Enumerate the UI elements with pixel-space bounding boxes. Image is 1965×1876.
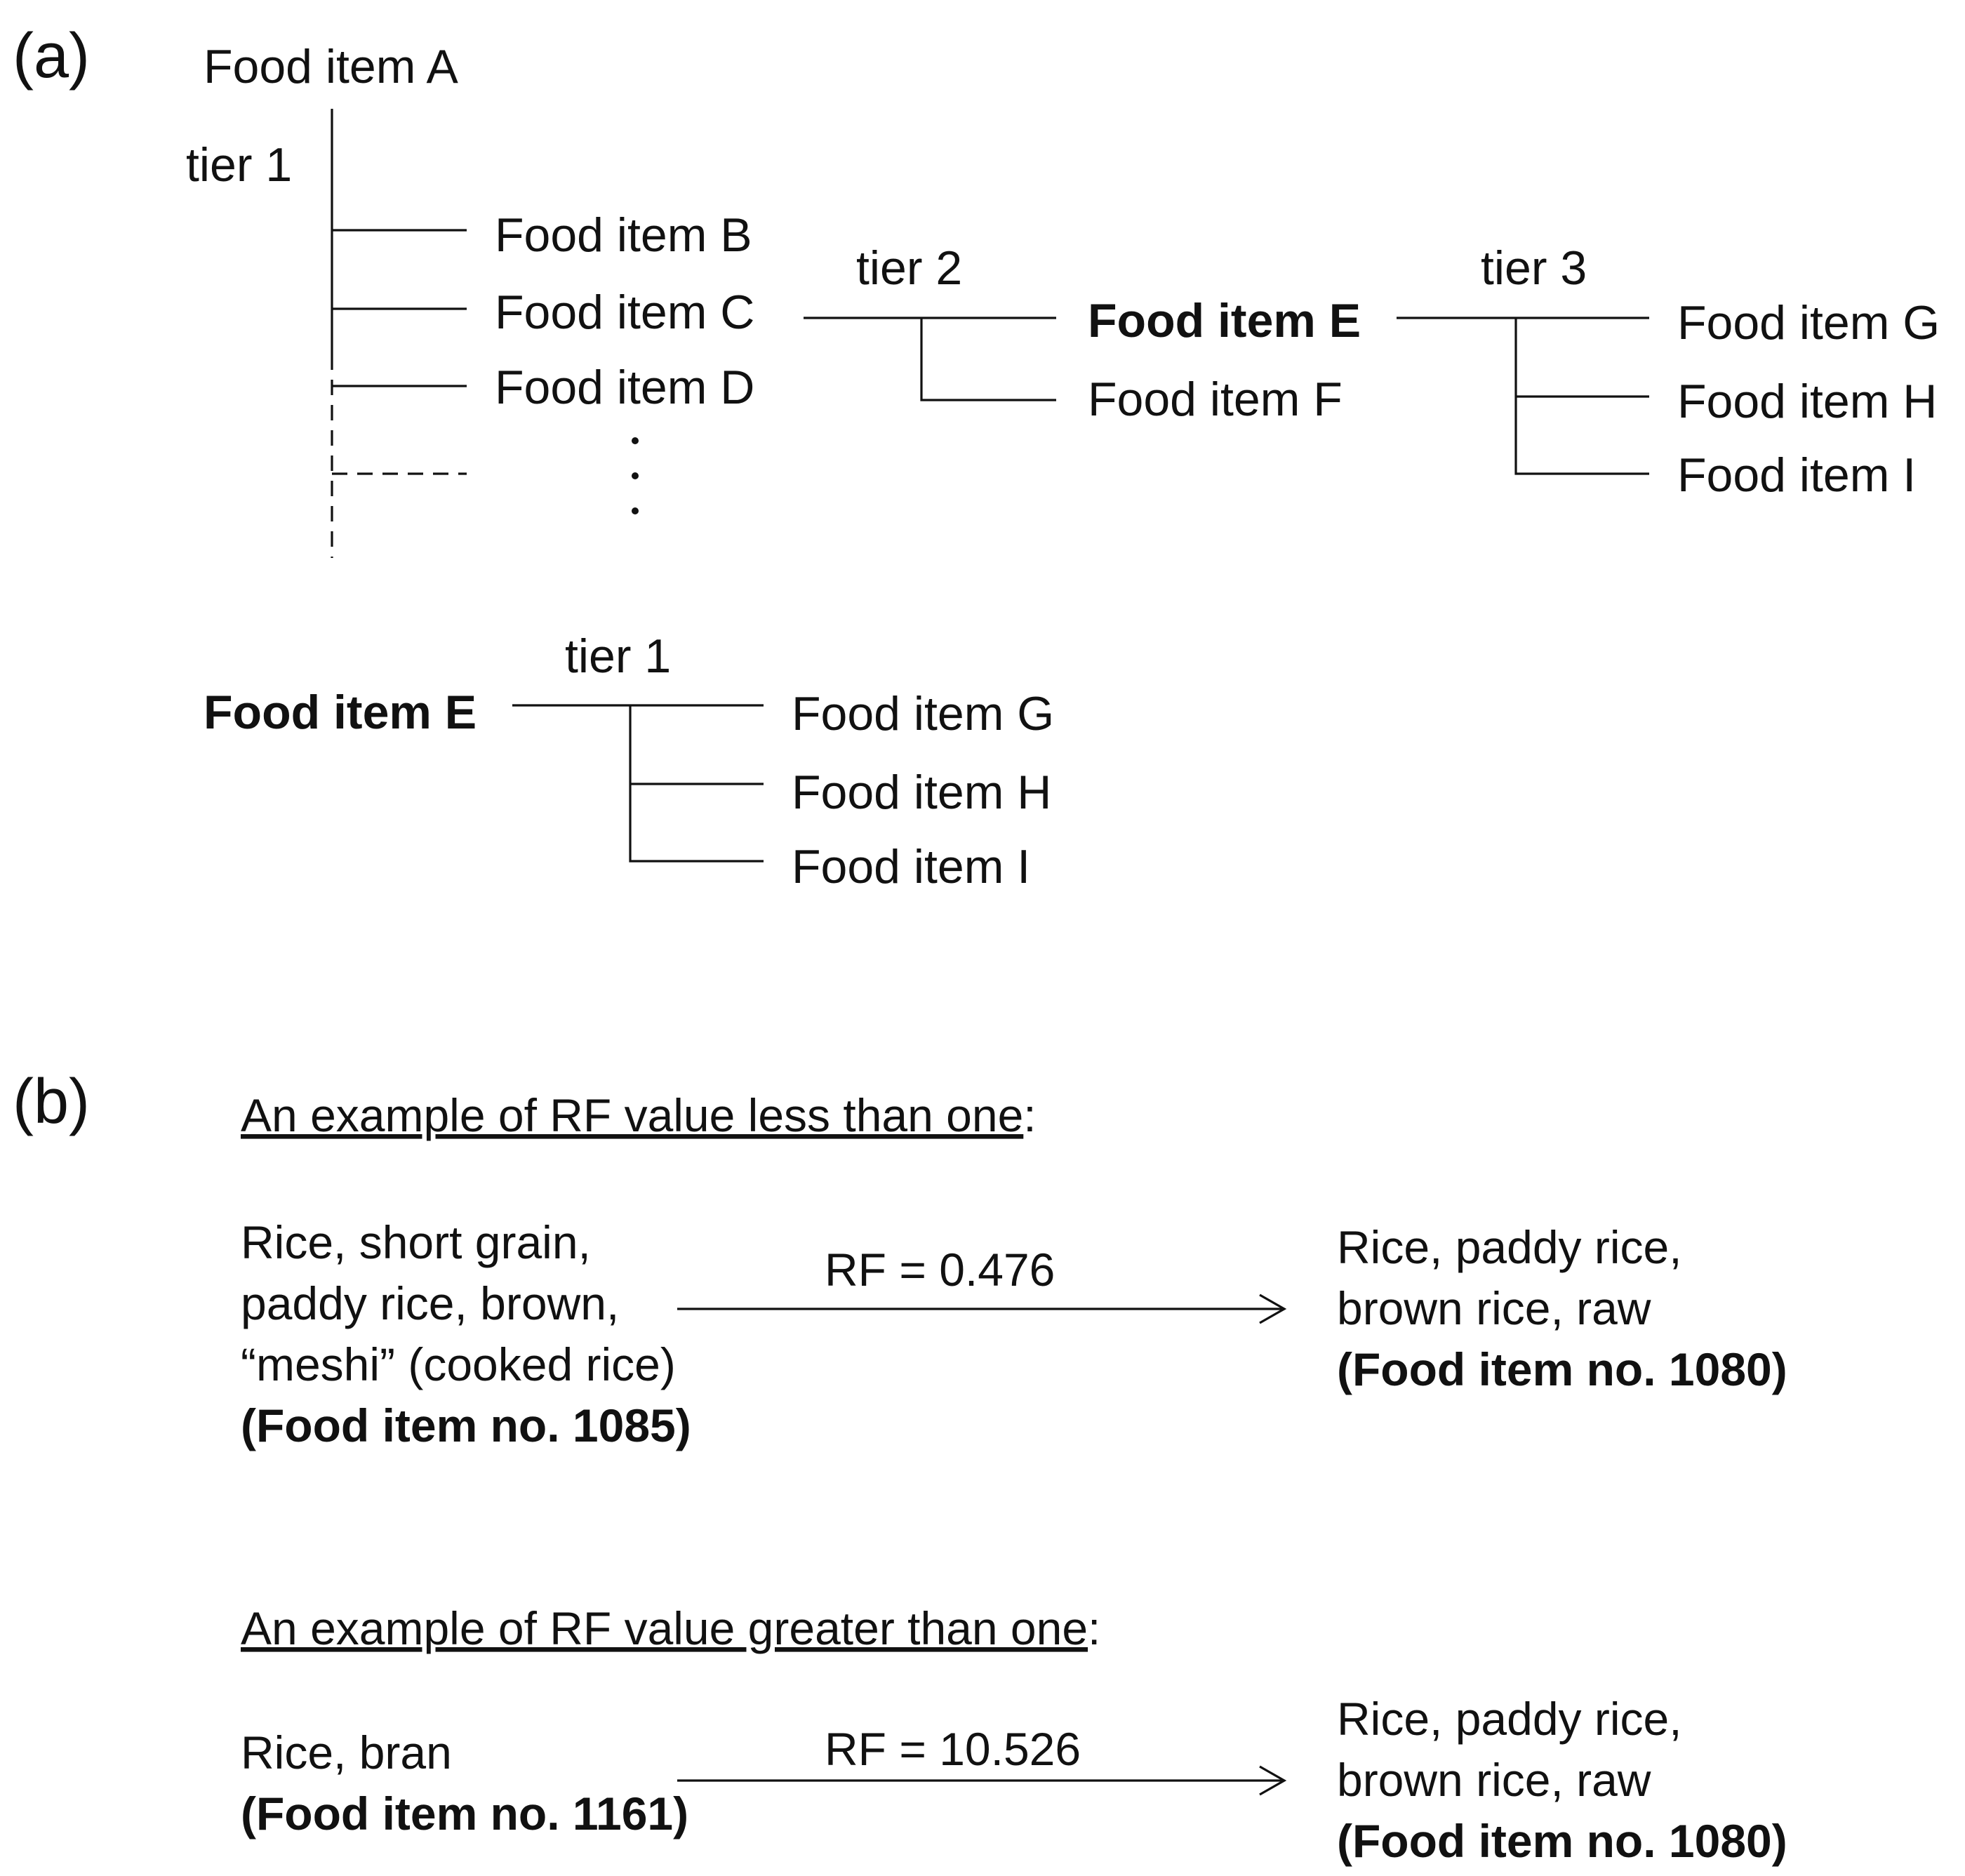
example1-source-line: paddy rice, brown, bbox=[241, 1277, 619, 1329]
panel-a-label: (a) bbox=[13, 21, 90, 91]
example1-source-line: Rice, short grain, bbox=[241, 1216, 591, 1268]
example1-target-line: brown rice, raw bbox=[1337, 1282, 1651, 1334]
example2-heading-text: An example of RF value greater than one bbox=[241, 1602, 1088, 1654]
ellipsis-dot bbox=[632, 437, 639, 444]
example2-source-line: Rice, bran bbox=[241, 1727, 452, 1778]
example2-target-id: (Food item no. 1080) bbox=[1337, 1815, 1787, 1867]
panel-b-label: (b) bbox=[13, 1067, 90, 1137]
node-food-item-i: Food item I bbox=[1677, 448, 1916, 502]
node-food-item-e: Food item E bbox=[1088, 294, 1361, 347]
tree2-node-food-item-g: Food item G bbox=[792, 687, 1054, 740]
node-food-item-d: Food item D bbox=[495, 361, 754, 414]
example2-target-line: Rice, paddy rice, bbox=[1337, 1693, 1682, 1745]
example1-target-line: Rice, paddy rice, bbox=[1337, 1221, 1682, 1273]
node-food-item-g: Food item G bbox=[1677, 296, 1940, 350]
example1-source-line: “meshi” (cooked rice) bbox=[241, 1338, 676, 1390]
tree2-node-food-item-e: Food item E bbox=[204, 686, 477, 739]
tier-3-label: tier 3 bbox=[1481, 241, 1587, 295]
example1-heading-colon: : bbox=[1023, 1089, 1036, 1141]
ellipsis-dot bbox=[632, 507, 639, 514]
example1-heading: An example of RF value less than one: bbox=[241, 1089, 1037, 1141]
node-food-item-f: Food item F bbox=[1088, 373, 1343, 426]
branch-c-to-f bbox=[920, 318, 1056, 401]
example2-arrow-head bbox=[1259, 1765, 1287, 1796]
tier-2-label: tier 2 bbox=[856, 241, 962, 295]
node-food-item-c: Food item C bbox=[495, 286, 754, 339]
node-food-item-b: Food item B bbox=[495, 208, 752, 262]
example1-heading-text: An example of RF value less than one bbox=[241, 1089, 1023, 1141]
tree2-trunk bbox=[629, 705, 764, 863]
example2-rf-value: RF = 10.526 bbox=[825, 1723, 1081, 1775]
tree2-tier-1-label: tier 1 bbox=[565, 630, 671, 683]
tier-1-label: tier 1 bbox=[186, 138, 292, 192]
example2-source-id: (Food item no. 1161) bbox=[241, 1788, 688, 1840]
node-food-item-a: Food item A bbox=[204, 40, 458, 93]
branch-e-trunk bbox=[1514, 318, 1649, 475]
example1-source-id: (Food item no. 1085) bbox=[241, 1399, 691, 1451]
tree2-node-food-item-i: Food item I bbox=[792, 840, 1030, 893]
example2-target-line: brown rice, raw bbox=[1337, 1754, 1651, 1806]
example1-rf-value: RF = 0.476 bbox=[825, 1244, 1055, 1296]
ellipsis-dot bbox=[632, 472, 639, 479]
tree2-node-food-item-h: Food item H bbox=[792, 766, 1051, 819]
example2-heading-colon: : bbox=[1088, 1602, 1100, 1654]
example1-target-id: (Food item no. 1080) bbox=[1337, 1343, 1787, 1395]
node-food-item-h: Food item H bbox=[1677, 375, 1937, 428]
example2-heading: An example of RF value greater than one: bbox=[241, 1602, 1100, 1654]
example1-arrow-head bbox=[1259, 1293, 1287, 1324]
